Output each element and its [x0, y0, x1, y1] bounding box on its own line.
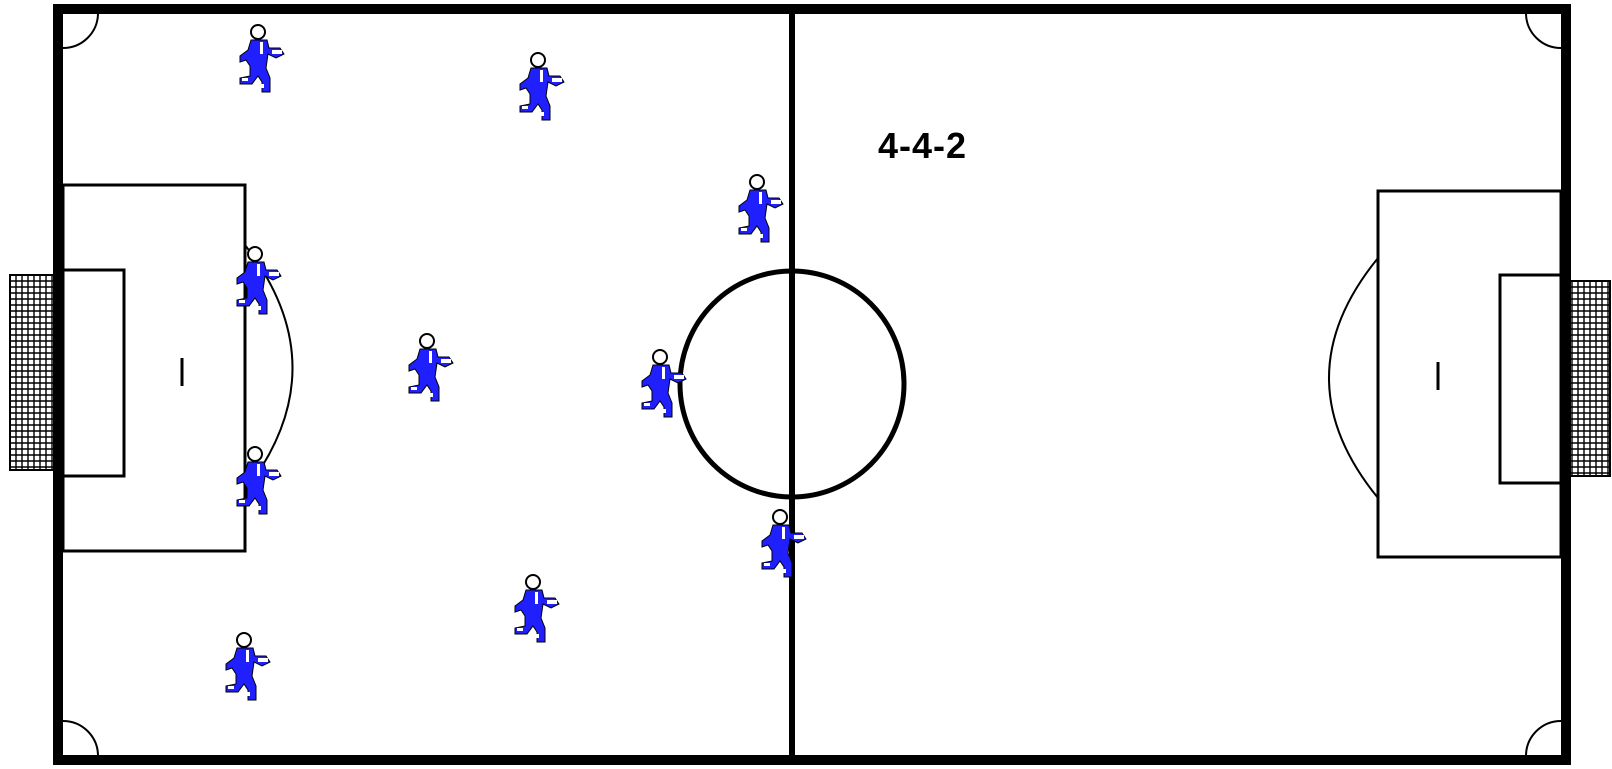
pitch-boundary — [58, 9, 1566, 760]
formation-label: 4-4-2 — [878, 128, 967, 164]
left-goal-net-icon — [10, 275, 54, 470]
right-goal-net-icon — [1566, 281, 1610, 476]
